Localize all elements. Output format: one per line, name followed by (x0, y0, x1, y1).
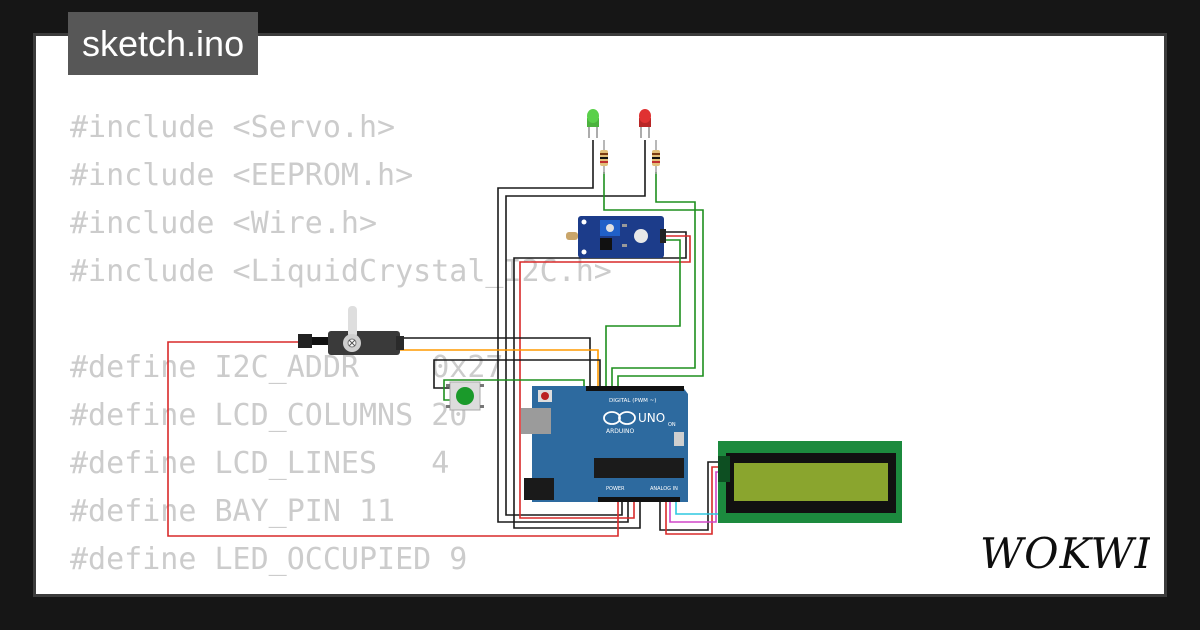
wire-red (519, 235, 691, 519)
led-red (639, 109, 651, 138)
wire-green (443, 379, 585, 401)
infinity-logo-icon (603, 411, 636, 425)
digital-label: DIGITAL (PWM ~) (609, 398, 656, 404)
on-label: ON (668, 422, 676, 428)
pushbutton (446, 381, 484, 411)
arduino-uno-board: DIGITAL (PWM ~) ANALOG IN POWER ON UNO A… (521, 386, 688, 502)
code-line: #define LCD_COLUMNS 20 (70, 398, 468, 433)
wire-red (665, 466, 728, 535)
preview-card: #include <Servo.h> #include <EEPROM.h> #in… (33, 33, 1167, 597)
board-model-label: UNO (638, 411, 665, 425)
code-line: #include <EEPROM.h> (70, 158, 414, 193)
code-line: #include <Wire.h> (70, 206, 378, 241)
wires (167, 140, 728, 537)
led-green (587, 109, 599, 138)
light-sensor-module (566, 216, 666, 258)
wire-red (167, 341, 619, 537)
code-line: #include <LiquidCrystal_I2C.h> (70, 254, 612, 289)
power-label: POWER (606, 486, 625, 492)
code-line: #define LCD_LINES 4 (70, 446, 450, 481)
board-brand-label: ARDUINO (606, 428, 635, 435)
code-line: #define LED_AVAILABLE 10 (70, 584, 612, 594)
wire-black (513, 231, 687, 529)
wire-black (505, 140, 646, 516)
servo-motor (298, 306, 404, 355)
code-line: #define I2C_ADDR 0x27 (70, 350, 504, 385)
wokwi-logo-text: WOKWI (980, 529, 1150, 578)
code-background: #include <Servo.h> #include <EEPROM.h> #in… (70, 104, 612, 594)
code-line: #define BAY_PIN 11 (70, 494, 396, 529)
resistor (600, 140, 608, 174)
filename-tab: sketch.ino (68, 12, 259, 75)
analog-label: ANALOG IN (650, 486, 678, 492)
wire-black (402, 337, 591, 388)
wire-green (603, 172, 704, 388)
wokwi-logo: WOKWI (980, 529, 1150, 578)
wire-green (605, 239, 681, 388)
wire-black (433, 359, 601, 389)
resistor (652, 140, 660, 174)
code-line: #define LED_OCCUPIED 9 (70, 542, 468, 577)
wire-green (611, 172, 696, 388)
lcd-display (718, 441, 902, 523)
wire-black (659, 461, 728, 531)
code-line: #include <Servo.h> (70, 110, 396, 145)
